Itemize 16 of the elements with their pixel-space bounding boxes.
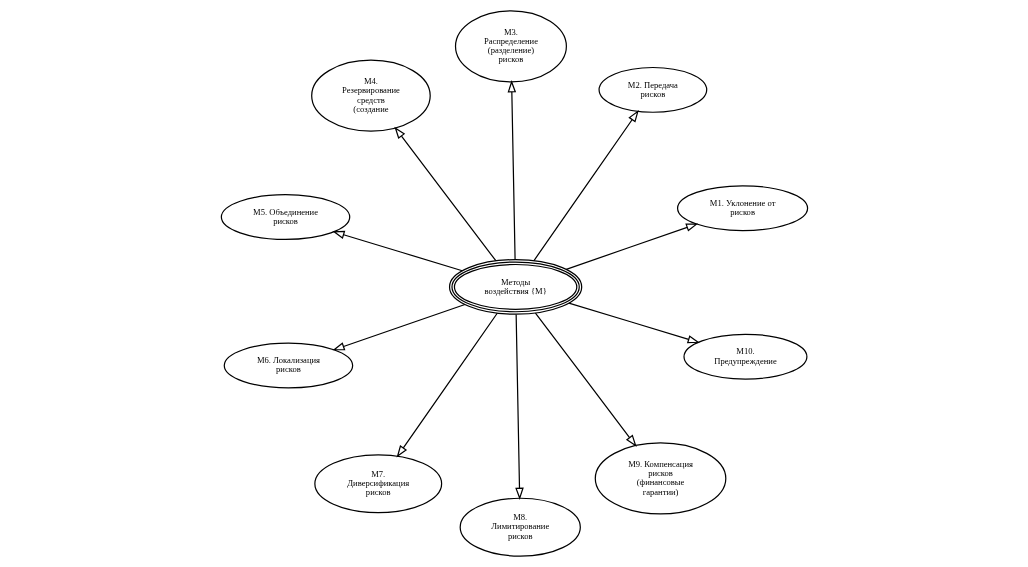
arrow xyxy=(532,110,639,262)
arrow xyxy=(567,302,700,344)
arrow xyxy=(565,223,698,270)
node-ellipse: M2. Передача рисков xyxy=(598,66,707,113)
arrow xyxy=(534,312,637,447)
node-ellipse: M4. Резервирование средств (создание xyxy=(310,59,431,132)
node-ellipse: M9. Компенсация рисков (финансовые гарантии) xyxy=(594,442,726,515)
arrow xyxy=(393,126,496,262)
node-ellipse: M7. Диверсификация рисков xyxy=(313,454,442,514)
arrow xyxy=(507,80,516,260)
arrow xyxy=(514,313,524,500)
arrow xyxy=(396,312,498,458)
arrow xyxy=(331,303,466,351)
arrow xyxy=(331,230,463,272)
node-ellipse: M3. Распределение (разделение) рисков xyxy=(454,10,567,83)
node-ellipse: M8. Лимитирование рисков xyxy=(459,497,581,557)
